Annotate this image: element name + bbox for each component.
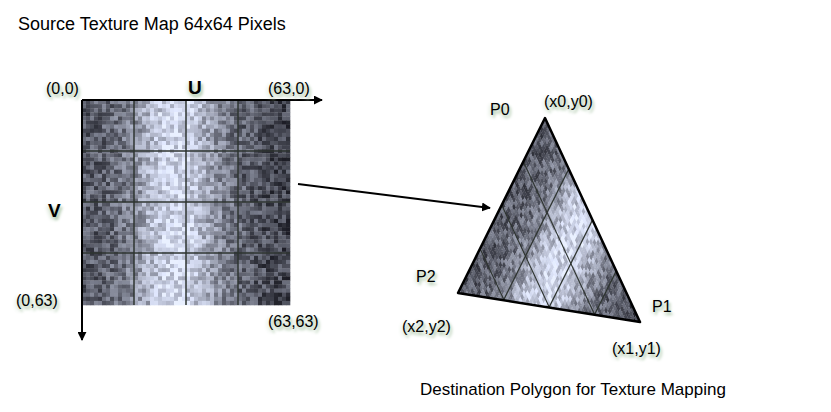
vertex-coordinate: (x1,y1) <box>612 340 661 357</box>
label-anchor: (63,63) <box>268 313 319 331</box>
axis-label: U <box>188 77 202 98</box>
corner-coordinate: (0,63) <box>16 292 58 309</box>
corner-coordinate: (63,0) <box>268 80 310 97</box>
figure-caption: Destination Polygon for Texture Mapping <box>420 380 726 399</box>
label-anchor: (x1,y1) <box>612 340 661 358</box>
u-axis <box>82 99 322 101</box>
destination-triangle <box>458 118 640 322</box>
label-anchor: (x2,y2) <box>402 318 451 336</box>
label-anchor: (x0,y0) <box>544 93 593 111</box>
vertex-label: P0 <box>490 101 510 118</box>
mapping-arrow <box>298 184 490 208</box>
vertex-coordinate: (x2,y2) <box>402 318 451 335</box>
label-anchor: (63,0) <box>268 80 310 98</box>
v-axis <box>81 100 83 340</box>
vertex-label: P1 <box>652 298 672 315</box>
label-anchor: U <box>188 77 202 99</box>
label-anchor: (0,63) <box>16 292 58 310</box>
label-anchor: P2 <box>416 268 436 286</box>
label-anchor: V <box>48 200 61 222</box>
label-anchor: P1 <box>652 298 672 316</box>
label-anchor: (0,0) <box>46 80 79 98</box>
mapped-texture <box>458 118 640 412</box>
vertex-coordinate: (x0,y0) <box>544 93 593 110</box>
label-anchor: Destination Polygon for Texture Mapping <box>420 380 726 400</box>
vertex-label: P2 <box>416 268 436 285</box>
corner-coordinate: (0,0) <box>46 80 79 97</box>
axis-label: V <box>48 200 61 221</box>
corner-coordinate: (63,63) <box>268 313 319 330</box>
source-texture <box>82 100 290 305</box>
label-anchor: Source Texture Map 64x64 Pixels <box>18 14 286 35</box>
label-anchor: P0 <box>490 101 510 119</box>
figure-title: Source Texture Map 64x64 Pixels <box>18 14 286 34</box>
